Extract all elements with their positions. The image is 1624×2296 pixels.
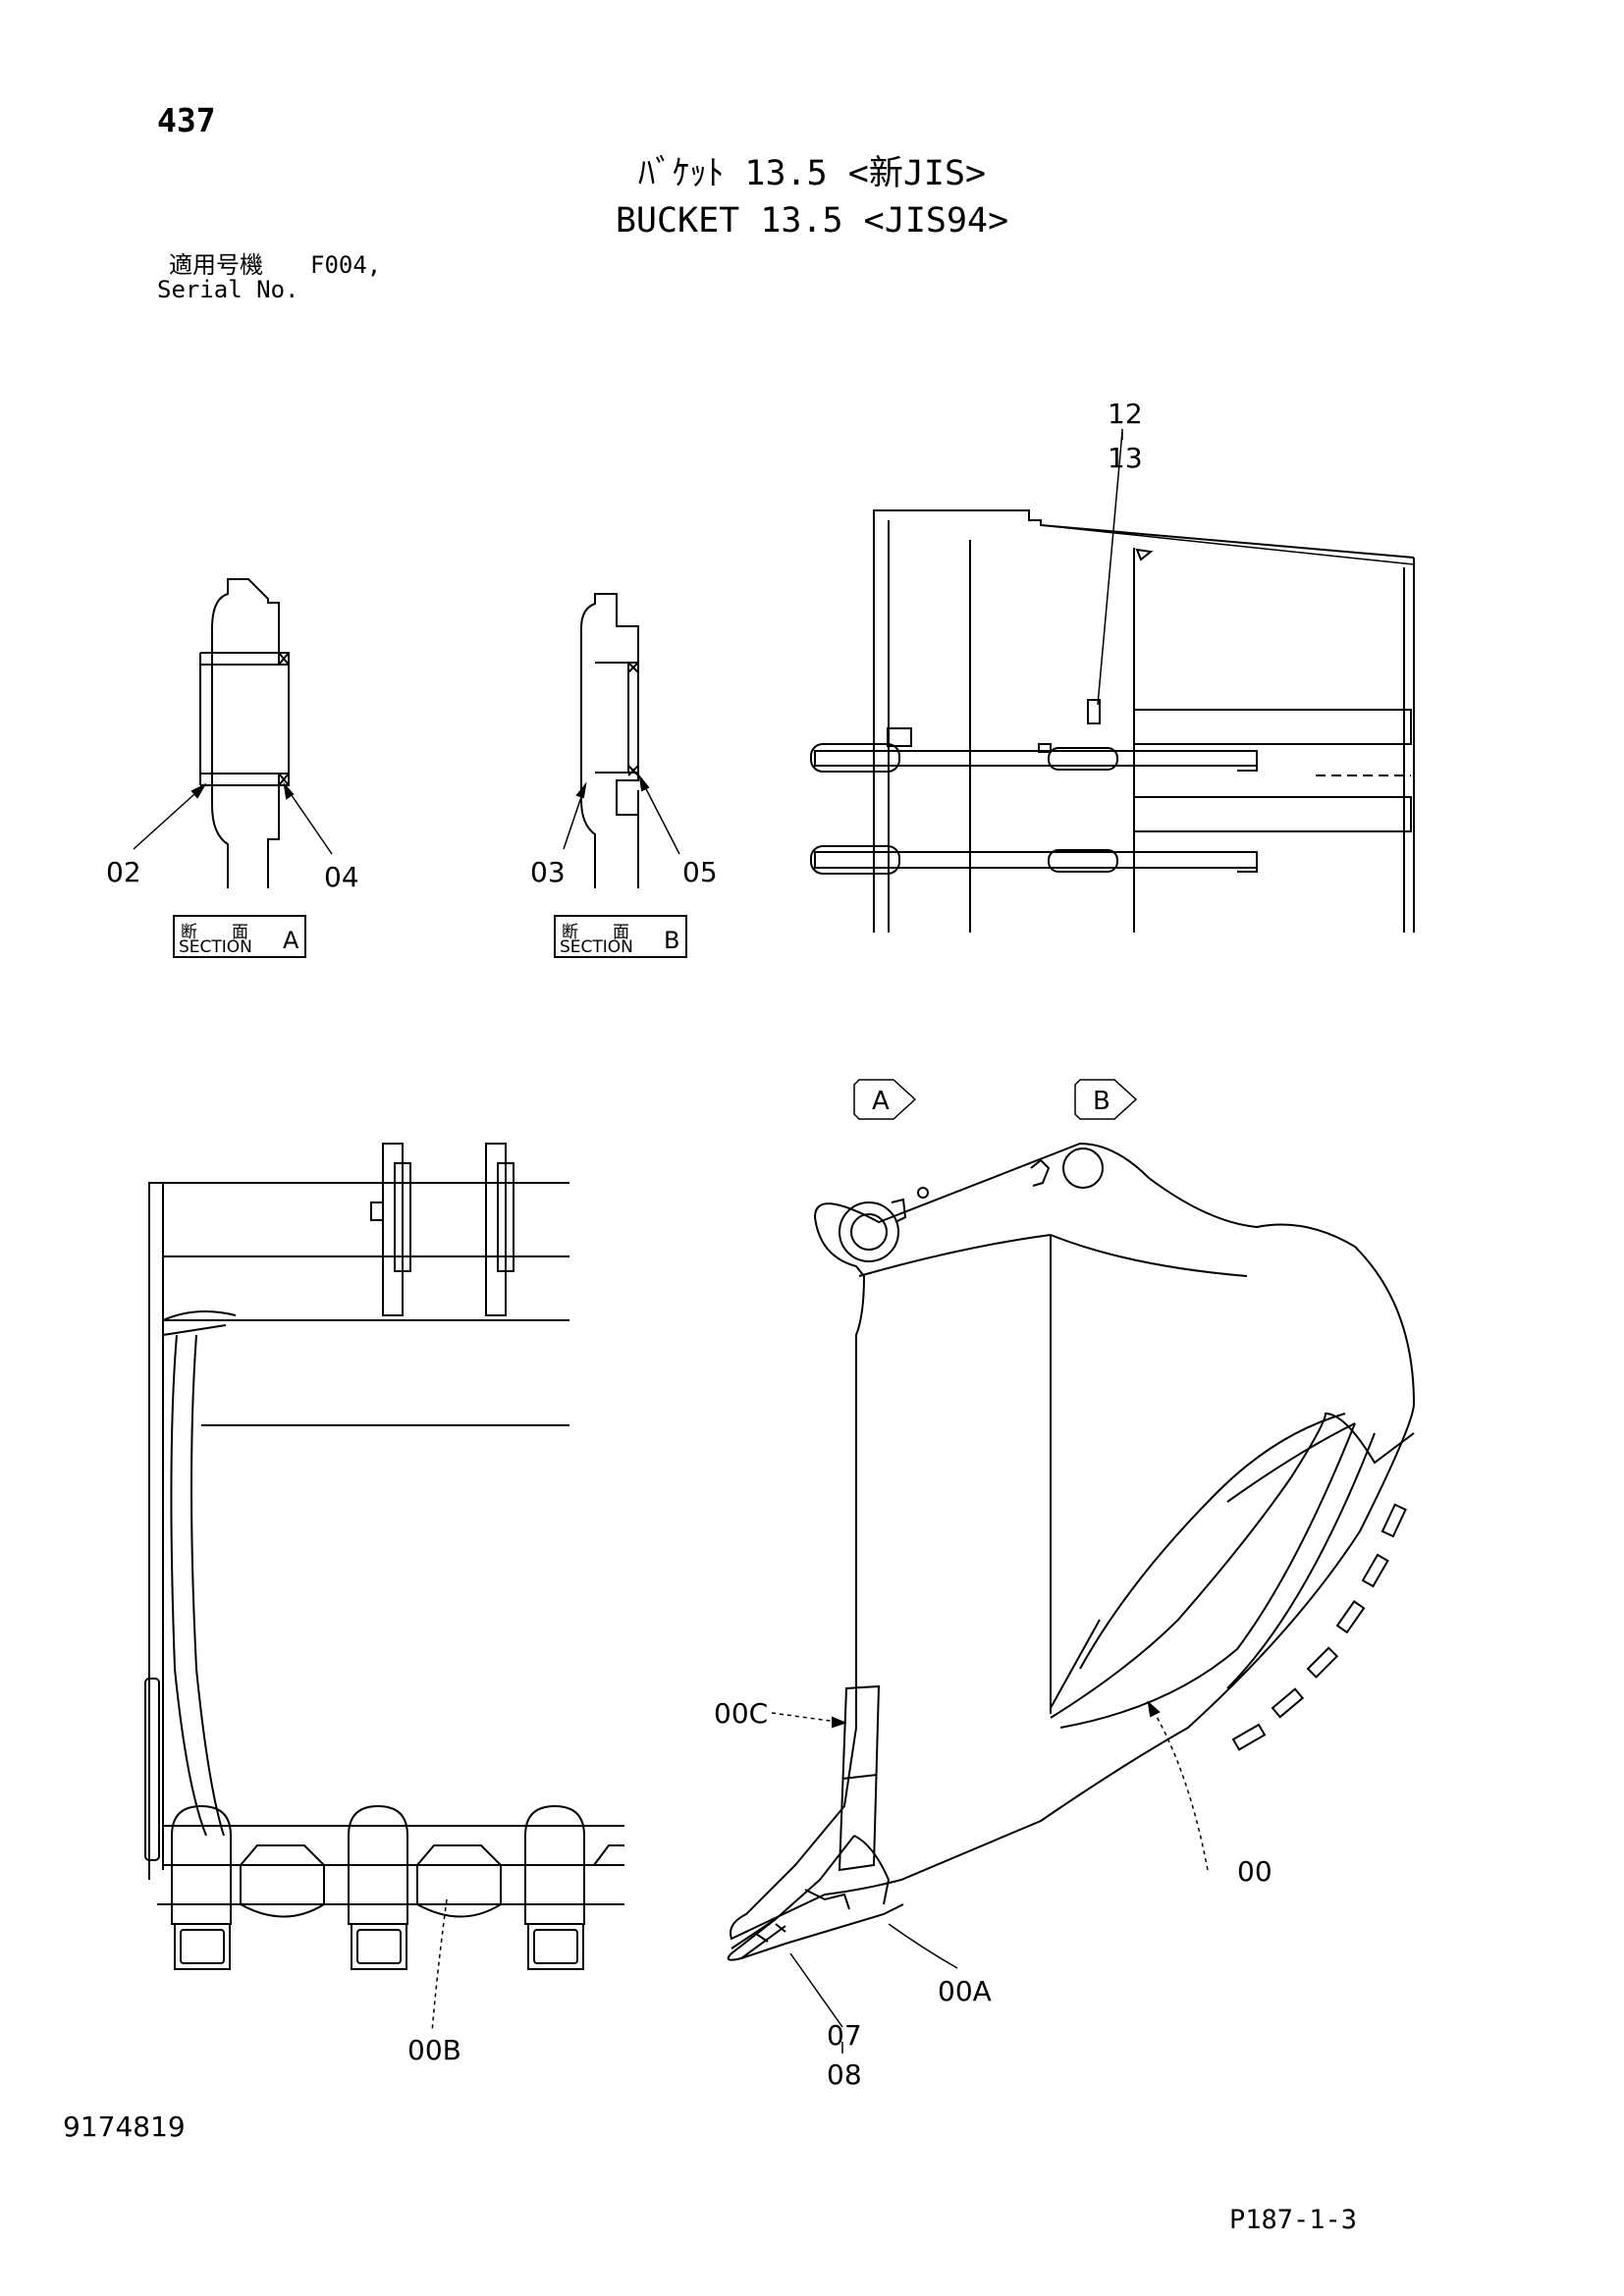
section-a-label: 断 面 SECTION A [173,915,306,958]
applicable-value: F004, [310,251,382,279]
serial-label: Serial No. [157,276,299,303]
section-a-jp-right: 面 [232,923,248,942]
section-b-label: 断 面 SECTION B [554,915,687,958]
side-view [727,1079,1416,2054]
callout-00C: 00C [714,1697,769,1730]
section-a-letter: A [283,927,299,954]
section-b-jp-left: 断 [562,923,578,942]
front-view [144,1143,624,2033]
callout-02: 02 [106,856,141,888]
callout-07: 07 [827,2019,862,2052]
bucket-teeth-front [171,1804,624,1970]
callout-03: 03 [530,856,566,888]
section-b-letter: B [664,927,680,954]
section-a-jp-left: 断 [181,923,197,942]
page-number: 437 [157,101,216,139]
title-japanese: ﾊﾞｹｯﾄ 13.5 <新JIS> [637,154,987,193]
drawing-number: 9174819 [63,2110,186,2143]
wear-strips [1231,1503,1407,1751]
applicable-label: 適用号機 [169,251,263,279]
callout-12: 12 [1108,398,1143,430]
section-b-text: SECTION [560,937,633,957]
callout-13: 13 [1108,442,1143,474]
section-b-detail [563,593,680,888]
page-reference: P187-1-3 [1229,2205,1358,2235]
view-marker-a: A [872,1087,890,1116]
view-marker-b: B [1093,1087,1110,1116]
callout-00: 00 [1237,1855,1272,1888]
section-a-text: SECTION [179,937,252,957]
section-b-jp-right: 面 [613,923,629,942]
callout-05: 05 [682,856,718,888]
callout-00B: 00B [407,2034,461,2066]
callout-04: 04 [324,861,359,893]
section-a-detail [133,578,333,888]
callout-08: 08 [827,2058,862,2091]
top-plan-view [810,429,1415,933]
title-english: BUCKET 13.5 <JIS94> [615,201,1009,240]
callout-00A: 00A [938,1975,992,2007]
